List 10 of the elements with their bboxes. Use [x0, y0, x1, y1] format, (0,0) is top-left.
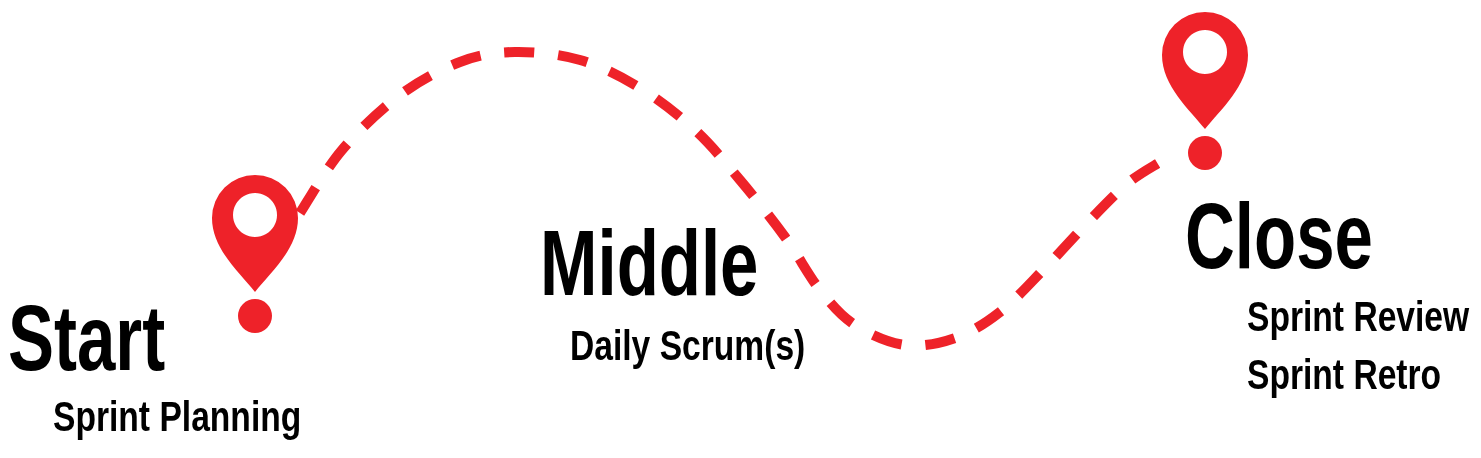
- stage-heading: Start: [8, 292, 166, 384]
- dashed-connector: [295, 47, 1163, 351]
- event-text: Sprint Retro: [1247, 354, 1442, 396]
- event-text: Sprint Planning: [53, 396, 302, 438]
- stage-heading: Middle: [540, 217, 759, 309]
- location-pin-icon: [210, 173, 300, 333]
- stage-heading: Close: [1185, 190, 1373, 282]
- event-text: Daily Scrum(s): [570, 325, 806, 367]
- location-pin-icon: [1160, 10, 1250, 170]
- event-text: Sprint Review: [1247, 296, 1470, 338]
